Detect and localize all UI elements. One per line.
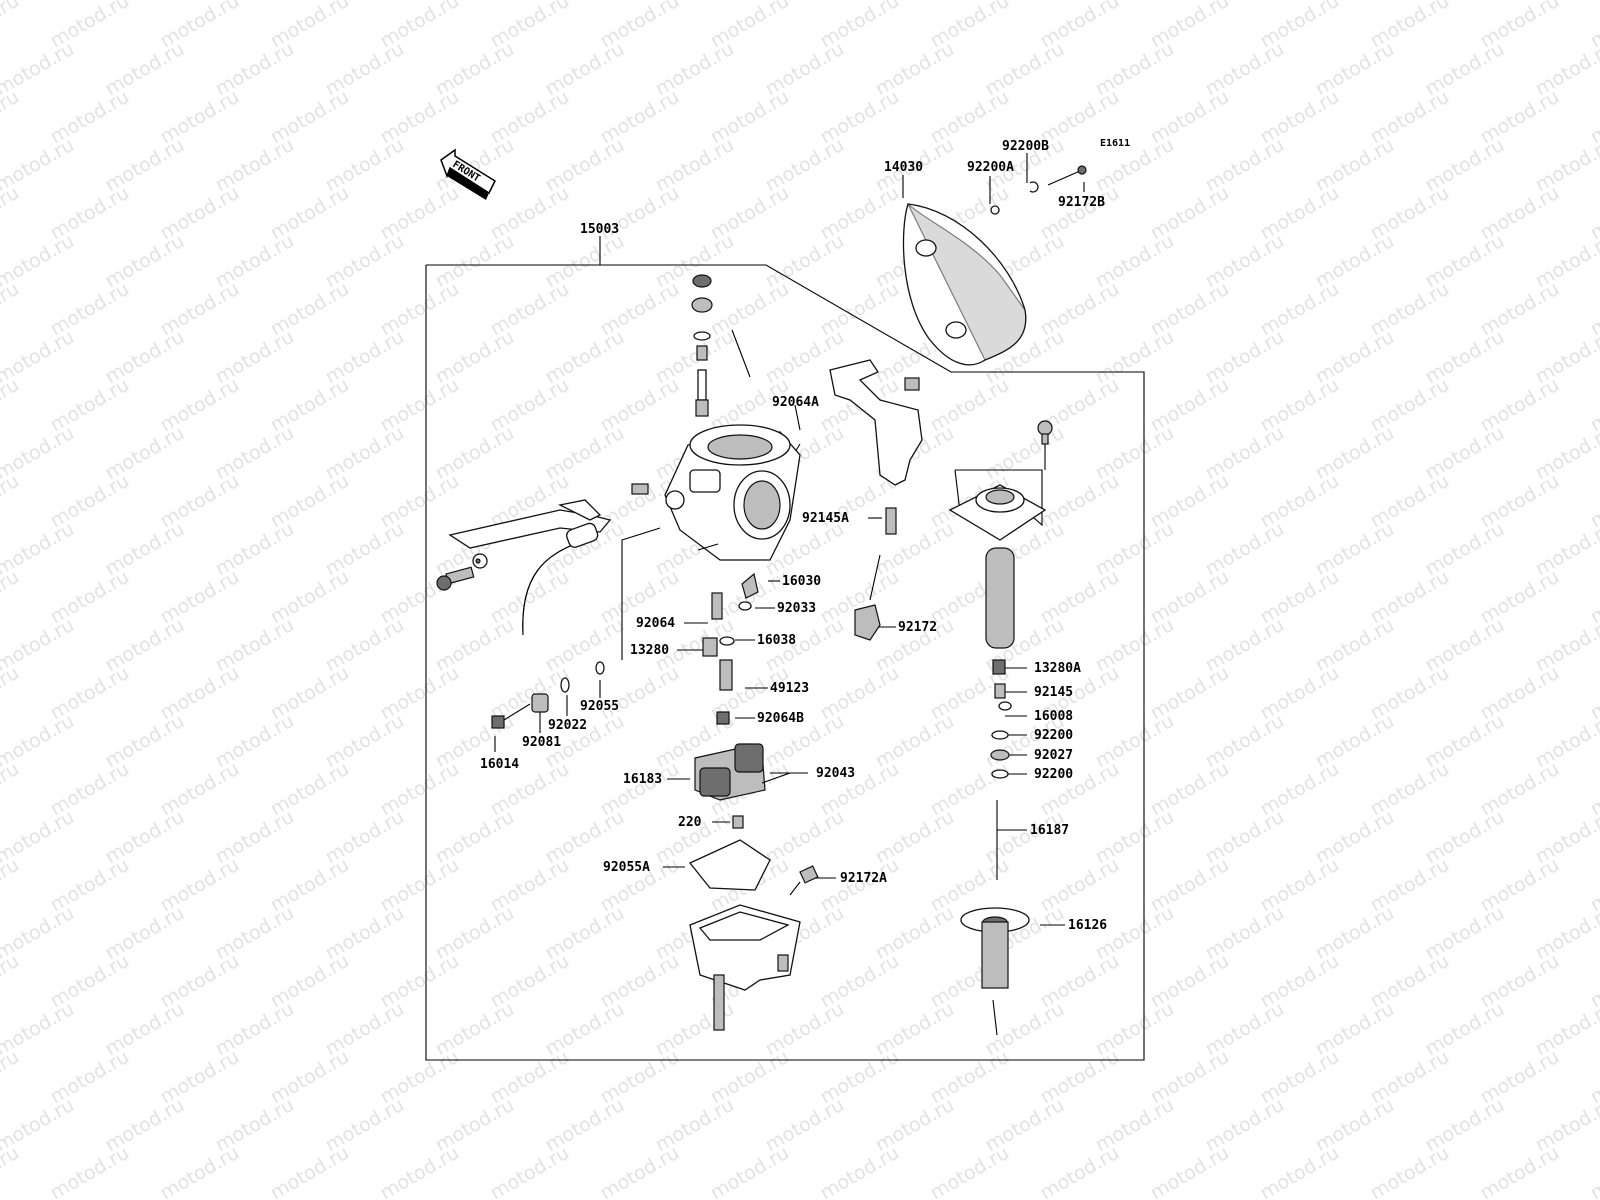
top-cover-and-screws (948, 420, 1053, 541)
part-label: 92055A (603, 860, 650, 875)
float-bowl (689, 904, 801, 1031)
watermark-text: motod.ru (927, 1142, 1013, 1200)
watermark-text: motod.ru (0, 950, 23, 1013)
part-label: 92145A (802, 511, 849, 526)
spring-92145a (885, 507, 897, 535)
spring-large (985, 547, 1015, 649)
watermark-text: motod.ru (0, 566, 23, 629)
part-label: 16008 (1034, 709, 1073, 724)
watermark-text: motod.ru (267, 1142, 353, 1200)
watermark-text: motod.ru (707, 1142, 793, 1200)
part-label: 16183 (623, 772, 662, 787)
part-label: 16038 (757, 633, 796, 648)
diagram-code: E1611 (1100, 138, 1130, 149)
watermark-text: motod.ru (0, 854, 23, 917)
part-label: 14030 (884, 160, 923, 175)
air-cleaner-cover (902, 203, 1027, 366)
watermark-text: motod.ru (0, 374, 23, 437)
part-label: 13280 (630, 643, 669, 658)
part-label: 220 (678, 815, 702, 830)
carburetor-body (664, 424, 801, 561)
watermark-text: motod.ru (817, 1142, 903, 1200)
watermark-text: motod.ru (597, 1142, 683, 1200)
washer-92200a (990, 205, 1000, 215)
needle-parts (990, 659, 1012, 880)
part-label: 15003 (580, 222, 619, 237)
watermark-text: motod.ru (157, 1142, 243, 1200)
watermark-text: motod.ru (1587, 1142, 1600, 1200)
part-label: 92064A (772, 395, 819, 410)
part-label: 92055 (580, 699, 619, 714)
watermark-text: motod.ru (0, 1142, 23, 1200)
needle-jet-stack (691, 274, 713, 417)
part-labels: 15003 14030 92200B 92200A 92172B 92064A … (480, 139, 1107, 933)
part-label: 16014 (480, 757, 519, 772)
watermark-text: motod.ru (0, 0, 23, 52)
watermark-text: motod.ru (377, 1142, 463, 1200)
part-label: 13280A (1034, 661, 1081, 676)
watermark-text: motod.ru (1037, 1142, 1123, 1200)
part-label: 92172 (898, 620, 937, 635)
watermark-text: motod.ru (487, 1142, 573, 1200)
part-label: 16187 (1030, 823, 1069, 838)
part-label: 92200B (1002, 139, 1049, 154)
watermark-text: motod.ru (0, 182, 23, 245)
part-label: 92033 (777, 601, 816, 616)
vacuum-piston-16126 (960, 907, 1030, 989)
throttle-lever (436, 499, 612, 591)
part-label: 92200A (967, 160, 1014, 175)
part-label: 92022 (548, 718, 587, 733)
part-label: 92064B (757, 711, 804, 726)
watermark-text: motod.ru (0, 278, 23, 341)
watermark-text: motod.ru (1257, 1142, 1343, 1200)
part-label: 92027 (1034, 748, 1073, 763)
watermark-text: motod.ru (0, 662, 23, 725)
screw-92172b (1047, 165, 1087, 186)
part-label: 16126 (1068, 918, 1107, 933)
part-label: 92172A (840, 871, 887, 886)
pilot-screw (491, 661, 605, 729)
part-label: 16030 (782, 574, 821, 589)
part-label: 92200 (1034, 728, 1073, 743)
watermark-text: motod.ru (0, 1046, 23, 1109)
assembly-frame (425, 264, 1145, 1061)
watermark-text: motod.ru (0, 470, 23, 533)
float-16183 (694, 743, 791, 801)
jets-cluster (702, 572, 759, 725)
part-label: 92200 (1034, 767, 1073, 782)
clip-92200b (1029, 181, 1039, 193)
drain-screw-92172a (789, 865, 819, 896)
watermark-text: motod.ru (1147, 1142, 1233, 1200)
part-label: 92145 (1034, 685, 1073, 700)
watermark-text: motod.ru (0, 758, 23, 821)
watermark-text: motod.ru (1477, 1142, 1563, 1200)
part-label: 92043 (816, 766, 855, 781)
watermark-text: motod.ru (47, 1142, 133, 1200)
spring-small (631, 483, 649, 495)
cable-92172 (854, 554, 881, 641)
watermark-text: motod.ru (0, 86, 23, 149)
part-label: 49123 (770, 681, 809, 696)
cable-bracket (829, 359, 923, 486)
gasket-92055a (688, 839, 771, 891)
part-label: 92064 (636, 616, 675, 631)
part-label: 92172B (1058, 195, 1105, 210)
screw-220 (732, 815, 744, 829)
watermark-text: motod.ru (1367, 1142, 1453, 1200)
part-label: 92081 (522, 735, 561, 750)
